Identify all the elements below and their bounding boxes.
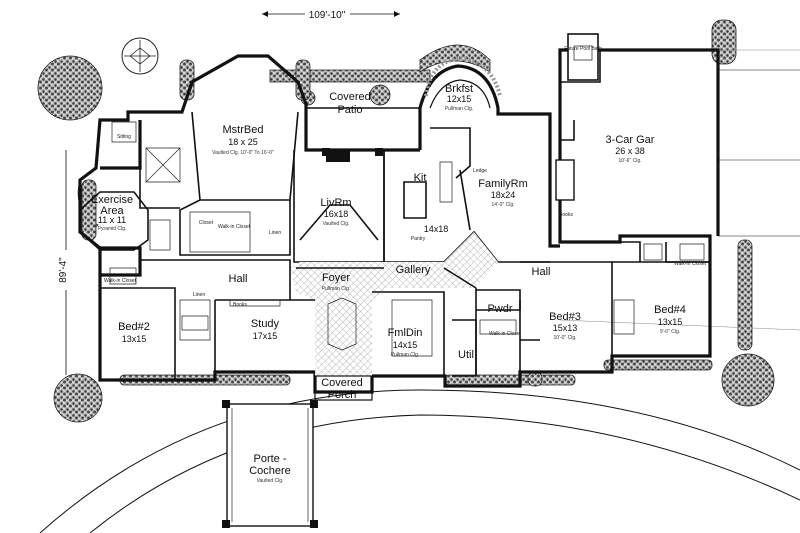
room-name-line2: Porch <box>328 389 357 401</box>
walkin-closet-label: Walk-in Closet <box>218 224 251 230</box>
walkin-closet-bed4-label: Walk-in Closet <box>674 261 707 267</box>
room-name: Brkfst <box>445 83 473 95</box>
room-util: Util <box>458 349 474 361</box>
shrub-sw <box>53 373 103 423</box>
room-note: Vaulted Clg. <box>257 478 284 484</box>
gallery-label: Gallery <box>396 264 431 276</box>
room-porch: Covered Porch <box>321 377 363 401</box>
pantry-label: Pantry <box>411 236 426 242</box>
room-bed3: Bed#3 15x13 10'-0" Clg. <box>549 311 581 341</box>
room-note: Pullman Clg. <box>391 352 419 358</box>
room-dim: 14x18 <box>424 224 449 234</box>
room-note: Vaulted Clg. <box>323 221 350 227</box>
shrub-se <box>721 353 775 407</box>
hall-east-label: Hall <box>532 266 551 278</box>
room-note: 9'-0" Clg. <box>660 329 680 335</box>
porch-cochere <box>222 297 373 528</box>
room-name-line2: Cochere <box>249 465 291 477</box>
room-note: 14'-0" Clg. <box>491 202 514 208</box>
sitting-label: Sitting <box>117 134 131 140</box>
room-familyrm: FamilyRm 18x24 14'-0" Clg. <box>478 178 528 208</box>
room-name-line2: Area <box>100 205 124 217</box>
room-livrm: LivRm 16x18 Vaulted Clg. <box>320 197 351 227</box>
room-name: FmlDin <box>388 327 423 339</box>
room-fmldin: FmlDin 14x15 Pullman Clg. <box>388 327 423 358</box>
linen-label-2: Linen <box>269 230 281 236</box>
room-name-line2: Patio <box>337 104 362 116</box>
garage-walls <box>560 33 800 237</box>
ledge-label: Ledge <box>473 168 487 174</box>
room-name: Covered <box>321 377 363 389</box>
depth-dimension-label: 89'-4" <box>58 257 69 283</box>
room-name: Bed#3 <box>549 311 581 323</box>
room-note: Pullman Clg. <box>445 106 473 112</box>
room-dim: 13x15 <box>122 334 147 344</box>
walkin-closet-bed2-label: Walk-in Closet <box>104 278 137 284</box>
width-dimension: 109'-10" <box>262 10 400 21</box>
future-bath-label: Future Pool Bath <box>564 46 602 52</box>
room-exercise: Exercise Area 11 x 11 Pyramid Clg. <box>91 194 133 232</box>
room-note: Pyramid Clg. <box>98 226 127 232</box>
room-dim: 14x15 <box>393 340 418 350</box>
room-dim: 12x15 <box>447 94 472 104</box>
room-study: Study 17x15 <box>251 318 280 341</box>
room-name: Bed#2 <box>118 321 150 333</box>
room-cochere: Porte - Cochere Vaulted Clg. <box>249 453 291 484</box>
room-name: FamilyRm <box>478 178 528 190</box>
room-name: Porte - <box>253 453 286 465</box>
room-bed2: Bed#2 13x15 <box>118 321 150 344</box>
room-name: LivRm <box>320 197 351 209</box>
room-dim: 26 x 38 <box>615 146 645 156</box>
room-bed4: Bed#4 13x15 9'-0" Clg. <box>654 304 686 335</box>
room-name: Util <box>458 349 474 361</box>
landscaping <box>37 19 775 423</box>
room-labels: MstrBed 18 x 25 Vaulted Clg. 10'-0" To 1… <box>91 46 707 484</box>
room-name: Covered <box>329 91 371 103</box>
room-name: Foyer <box>322 272 350 284</box>
room-dim: 18 x 25 <box>228 137 258 147</box>
linen-label: Linen <box>193 292 205 298</box>
room-note: 10'-6" Clg. <box>618 158 641 164</box>
room-dim: 17x15 <box>253 331 278 341</box>
room-patio: Covered Patio <box>329 91 371 116</box>
walkin-closet-bed3-label: Walk-in Closet <box>489 331 522 337</box>
depth-dimension: 89'-4" <box>58 150 69 375</box>
room-name: 3-Car Gar <box>606 134 655 146</box>
room-name: Kit <box>414 172 427 184</box>
room-kit: Kit 14x18 <box>414 172 449 234</box>
room-brkfst: Brkfst 12x15 Pullman Clg. <box>445 83 473 112</box>
dining-walls <box>372 291 445 376</box>
width-dimension-label: 109'-10" <box>309 10 346 21</box>
room-name: Bed#4 <box>654 304 686 316</box>
hall-west-label: Hall <box>229 273 248 285</box>
books-study-label: Books <box>233 302 247 308</box>
room-name: Exercise <box>91 194 133 206</box>
breakfast-bay <box>424 55 502 109</box>
bedroom-wing-west <box>100 259 315 380</box>
room-dim: 15x13 <box>553 323 578 333</box>
room-dim: 11 x 11 <box>98 215 126 225</box>
room-name: Study <box>251 318 280 330</box>
books-family-label: Books <box>559 212 573 218</box>
room-note: 10'-0" Clg. <box>553 335 576 341</box>
master-suite <box>79 111 299 256</box>
room-mstrbed: MstrBed 18 x 25 Vaulted Clg. 10'-0" To 1… <box>212 124 274 156</box>
room-note: Pullman Clg. <box>322 286 350 292</box>
room-dim: 18x24 <box>491 190 516 200</box>
room-pwdr: Pwdr <box>487 303 512 315</box>
room-dim: 16x18 <box>324 209 349 219</box>
room-dim: 13x15 <box>658 317 683 327</box>
bedroom-wing-east <box>452 241 710 377</box>
room-foyer: Foyer Pullman Clg. <box>322 272 351 292</box>
tile-floors <box>290 232 498 376</box>
room-note: Vaulted Clg. 10'-0" To 16'-0" <box>212 150 274 156</box>
shrub-nw <box>37 55 103 121</box>
room-name: MstrBed <box>223 124 264 136</box>
room-name: Pwdr <box>487 303 512 315</box>
room-garage: 3-Car Gar 26 x 38 10'-6" Clg. <box>606 134 655 164</box>
closet-label: Closet <box>199 220 214 226</box>
